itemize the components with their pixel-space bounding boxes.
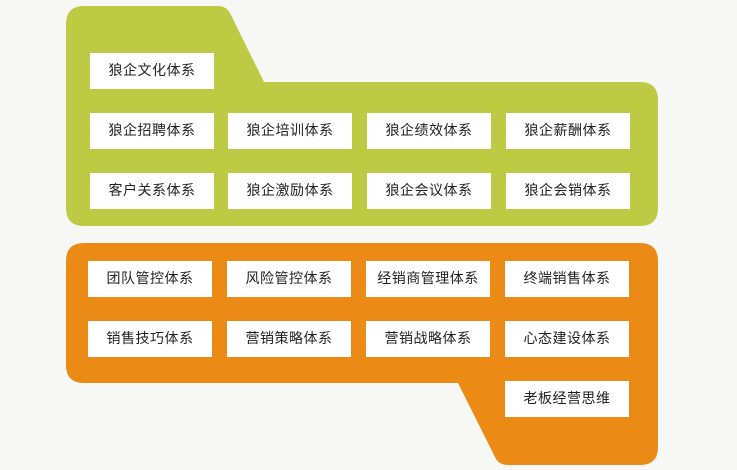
green-panel xyxy=(66,6,658,226)
box-mindset-building-system: 心态建设体系 xyxy=(505,321,629,357)
box-wolf-salary-system: 狼企薪酬体系 xyxy=(506,113,630,149)
box-wolf-training-system: 狼企培训体系 xyxy=(228,113,352,149)
box-wolf-recruitment-system: 狼企招聘体系 xyxy=(90,113,214,149)
box-terminal-sales-system: 终端销售体系 xyxy=(505,261,629,297)
box-wolf-conference-sales-system: 狼企会销体系 xyxy=(506,173,630,209)
box-wolf-meeting-system: 狼企会议体系 xyxy=(367,173,491,209)
box-boss-business-thinking: 老板经营思维 xyxy=(505,381,629,417)
box-customer-relations-system: 客户关系体系 xyxy=(90,173,214,209)
box-sales-skills-system: 销售技巧体系 xyxy=(88,321,212,357)
box-distributor-management-system: 经销商管理体系 xyxy=(366,261,490,297)
box-risk-control-system: 风险管控体系 xyxy=(227,261,351,297)
box-wolf-incentive-system: 狼企激励体系 xyxy=(228,173,352,209)
box-team-control-system: 团队管控体系 xyxy=(88,261,212,297)
box-marketing-tactics-system: 营销策略体系 xyxy=(227,321,351,357)
box-marketing-strategy-system: 营销战略体系 xyxy=(366,321,490,357)
box-wolf-culture-system: 狼企文化体系 xyxy=(90,53,214,89)
box-wolf-performance-system: 狼企绩效体系 xyxy=(367,113,491,149)
